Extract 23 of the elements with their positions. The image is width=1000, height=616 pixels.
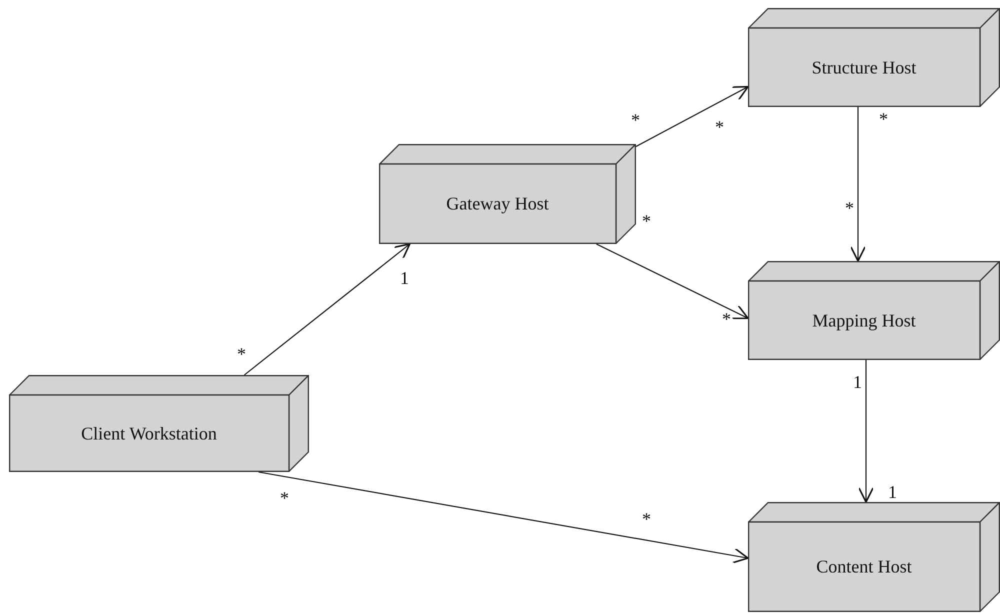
multiplicity-label: * xyxy=(879,110,888,128)
arrow xyxy=(244,243,411,376)
node-label: Mapping Host xyxy=(812,310,916,331)
multiplicity-label: * xyxy=(642,510,651,528)
node-label: Structure Host xyxy=(812,57,916,78)
multiplicity-label: 1 xyxy=(853,373,862,391)
arrow xyxy=(258,471,749,564)
node-label: Client Workstation xyxy=(81,423,217,444)
multiplicity-label: * xyxy=(722,310,731,328)
multiplicity-label: * xyxy=(631,111,640,129)
arrow xyxy=(858,360,874,503)
multiplicity-label: 1 xyxy=(888,483,897,501)
multiplicity-label: * xyxy=(845,199,854,217)
arrow xyxy=(596,244,749,320)
multiplicity-label: * xyxy=(280,489,289,507)
arrow xyxy=(636,86,749,147)
arrow xyxy=(850,107,866,262)
multiplicity-label: * xyxy=(715,118,724,136)
multiplicity-label: * xyxy=(237,345,246,363)
node-label: Content Host xyxy=(816,556,912,578)
node-label: Gateway Host xyxy=(446,194,549,214)
multiplicity-label: * xyxy=(642,212,651,230)
multiplicity-label: 1 xyxy=(400,269,409,287)
